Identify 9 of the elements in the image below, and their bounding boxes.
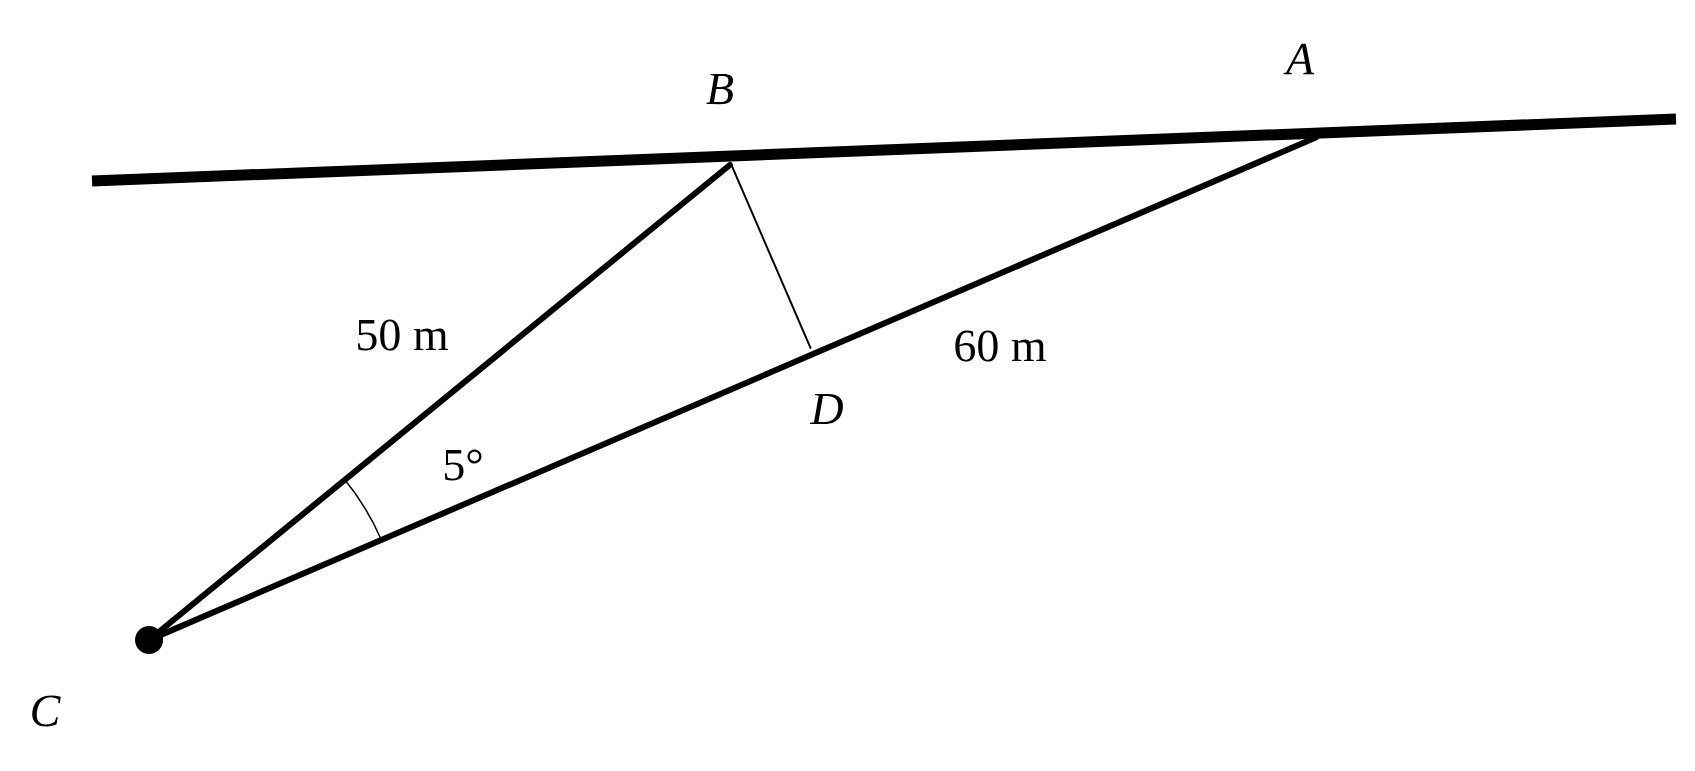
line-segment <box>730 164 812 349</box>
length-label: 50 m <box>353 317 451 353</box>
point-label: C <box>32 626 163 727</box>
angle-label: 5° <box>445 449 482 481</box>
point-label: A <box>1283 43 1315 75</box>
point-label: B <box>706 73 734 105</box>
point-label: D <box>809 393 843 425</box>
line-segment <box>157 162 733 634</box>
length-label: 60 m <box>951 328 1049 364</box>
